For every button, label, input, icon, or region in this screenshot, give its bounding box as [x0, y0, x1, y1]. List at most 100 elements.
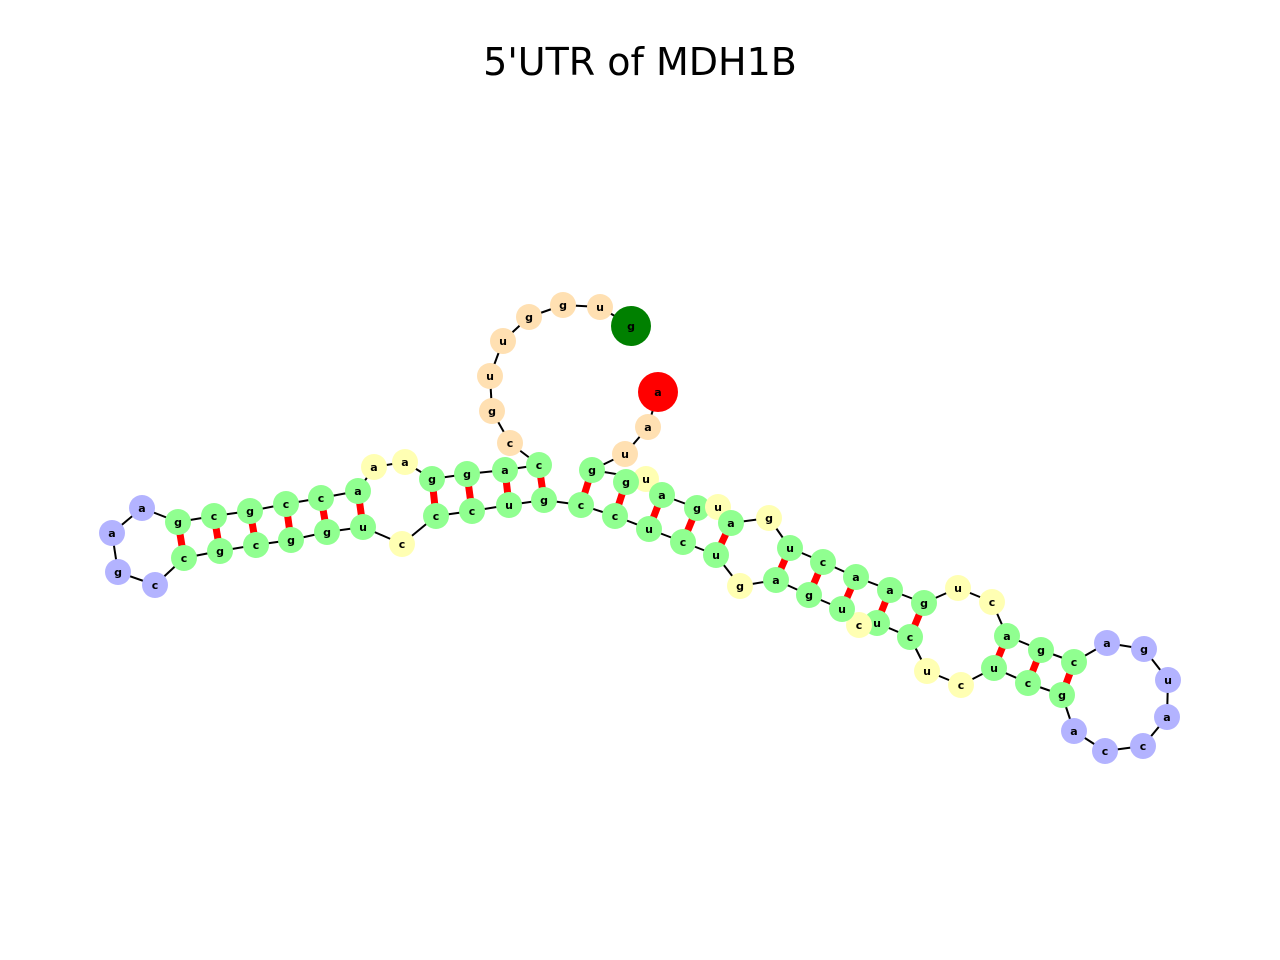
nucleotide-node: c — [602, 503, 628, 529]
nucleotide-node: u — [945, 575, 971, 601]
nucleotide-node: c — [243, 532, 269, 558]
nucleotide-label: a — [727, 517, 734, 530]
nucleotide-label: c — [469, 505, 476, 518]
three-prime-end-node: g — [611, 306, 651, 346]
nucleotide-node: g — [479, 398, 505, 424]
nucleotide-node: a — [492, 457, 518, 483]
nucleotide-node: u — [633, 466, 659, 492]
nucleotide-label: a — [852, 571, 859, 584]
nucleotide-circle — [350, 514, 376, 540]
nucleotide-circle — [237, 498, 263, 524]
nucleotide-circle — [389, 531, 415, 557]
nucleotide-label: u — [1164, 674, 1172, 687]
nucleotide-circle — [911, 590, 937, 616]
nucleotide-circle — [568, 492, 594, 518]
nucleotide-node: a — [843, 564, 869, 590]
nucleotide-label: u — [923, 665, 931, 678]
nucleotide-circle — [454, 461, 480, 487]
nucleotide-label: g — [114, 566, 122, 579]
nucleotide-label: c — [283, 498, 290, 511]
nucleotide-label: c — [399, 538, 406, 551]
nucleotide-circle — [684, 495, 710, 521]
diagram-title: 5'UTR of MDH1B — [483, 40, 797, 84]
nucleotide-label: g — [488, 405, 496, 418]
nucleotide-label: a — [370, 461, 377, 474]
nucleotide-label: c — [907, 631, 914, 644]
nucleotide-circle — [459, 498, 485, 524]
nucleotide-label: c — [1140, 740, 1147, 753]
nucleotide-circle — [846, 612, 872, 638]
nucleotide-label: a — [501, 464, 508, 477]
nucleotide-label: g — [463, 468, 471, 481]
nucleotide-label: a — [108, 527, 115, 540]
nucleotide-label: g — [287, 534, 295, 547]
nucleotide-circle — [1061, 649, 1087, 675]
nucleotide-label: c — [680, 536, 687, 549]
nucleotide-node: c — [497, 430, 523, 456]
nucleotide-label: c — [433, 510, 440, 523]
nucleotide-label: a — [138, 502, 145, 515]
nucleotide-circle — [635, 414, 661, 440]
nucleotide-circle — [550, 292, 576, 318]
nucleotide-label: a — [644, 421, 651, 434]
nucleotide-node: a — [361, 454, 387, 480]
nucleotide-node: a — [392, 449, 418, 475]
nucleotide-node: u — [612, 441, 638, 467]
nucleotide-label: c — [1025, 677, 1032, 690]
nucleotide-node: a — [1094, 630, 1120, 656]
nucleotide-label: c — [318, 492, 325, 505]
nucleotide-label: g — [1140, 643, 1148, 656]
nucleotide-label: a — [1103, 637, 1110, 650]
nucleotide-label: a — [1003, 630, 1010, 643]
nucleotide-node: c — [142, 572, 168, 598]
nucleotide-circle — [777, 535, 803, 561]
nucleotide-circle — [649, 482, 675, 508]
nucleotide-circle — [1092, 738, 1118, 764]
nucleotide-node: g — [314, 519, 340, 545]
nucleotide-circle — [994, 623, 1020, 649]
nucleotide-node: c — [201, 503, 227, 529]
nucleotide-node: u — [1155, 667, 1181, 693]
nucleotide-label: c — [507, 437, 514, 450]
nucleotide-label: c — [612, 510, 619, 523]
nucleotide-circle — [314, 519, 340, 545]
nucleotide-label: u — [505, 499, 513, 512]
nucleotide-node: c — [1061, 649, 1087, 675]
nucleotide-node: c — [423, 503, 449, 529]
nucleotide-node: c — [568, 492, 594, 518]
nucleotide-circle — [727, 573, 753, 599]
nucleotide-node: c — [273, 491, 299, 517]
nucleotide-circle — [1049, 682, 1075, 708]
nucleotide-node: u — [829, 596, 855, 622]
nucleotide-circle — [278, 527, 304, 553]
nucleotide-circle — [105, 559, 131, 585]
nucleotide-label: u — [714, 501, 722, 514]
nucleotide-node: c — [810, 549, 836, 575]
nucleotide-node: g — [237, 498, 263, 524]
nucleotide-node: c — [171, 545, 197, 571]
nucleotide-circle — [273, 491, 299, 517]
nucleotide-node: g — [684, 495, 710, 521]
nucleotide-node: u — [777, 535, 803, 561]
nucleotide-node: g — [454, 461, 480, 487]
nucleotide-circle — [810, 549, 836, 575]
nucleotide-circle — [497, 430, 523, 456]
nucleotide-circle — [165, 509, 191, 535]
nucleotide-node: a — [994, 623, 1020, 649]
nucleotide-label: u — [645, 523, 653, 536]
nucleotide-label: c — [1102, 745, 1109, 758]
nucleotide-label: g — [216, 545, 224, 558]
nucleotide-label: a — [886, 584, 893, 597]
nucleotide-label: g — [323, 526, 331, 539]
nucleotide-circle — [207, 538, 233, 564]
nucleotide-circle — [423, 503, 449, 529]
nucleotide-label: g — [920, 597, 928, 610]
nucleotide-node: g — [419, 466, 445, 492]
nucleotide-node: u — [636, 516, 662, 542]
nucleotide-circle — [1154, 704, 1180, 730]
nucleotide-circle — [829, 596, 855, 622]
nucleotide-label: a — [654, 386, 661, 399]
nucleotide-node: g — [516, 304, 542, 330]
nucleotide-node: g — [727, 573, 753, 599]
nucleotide-node: g — [165, 509, 191, 535]
